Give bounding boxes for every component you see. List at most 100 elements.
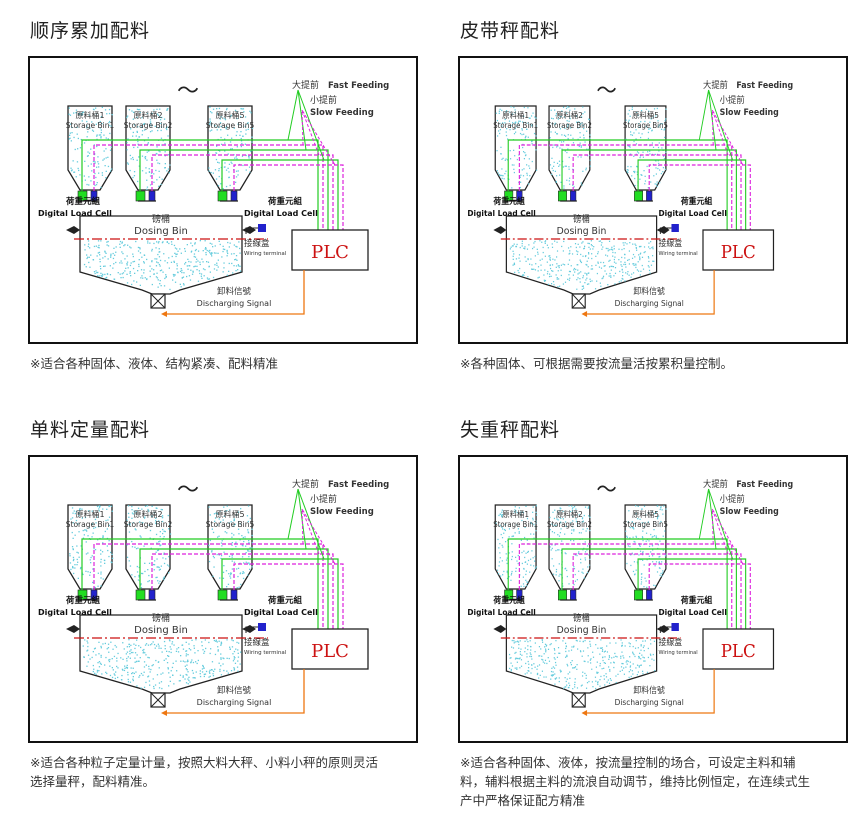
speckle-dot [586,264,588,266]
speckle-dot [105,157,107,159]
speckle-dot [126,263,128,265]
speckle-dot [561,141,563,143]
speckle-dot [173,274,175,276]
speckle-dot [512,264,514,266]
speckle-dot [98,661,101,663]
speckle-dot [501,174,503,177]
speckle-dot [163,640,166,643]
speckle-dot [576,687,579,689]
speckle-dot [551,246,554,248]
speckle-dot [190,261,192,263]
speckle-dot [571,660,573,662]
speckle-dot [503,528,506,531]
speckle-dot [635,143,638,145]
speckle-dot [527,122,529,124]
speckle-dot [149,124,151,126]
speckle-dot [568,120,570,122]
speckle-dot [505,559,508,561]
speckle-dot [638,254,640,256]
speckle-dot [157,114,160,116]
speckle-dot [216,145,218,147]
speckle-dot [566,655,568,658]
speckle-dot [100,272,102,274]
speckle-dot [212,276,215,279]
speckle-dot [152,563,155,566]
speckle-dot [519,176,521,178]
speckle-dot [144,652,146,654]
speckle-dot [72,565,74,568]
fast-feeding-label-en: Fast Feeding [736,80,793,90]
speckle-dot [139,247,141,249]
speckle-dot [517,641,520,643]
speckle-dot [621,645,623,647]
slow-feeding-label-en: Slow Feeding [720,107,779,117]
speckle-dot [581,521,583,523]
speckle-dot [516,667,518,669]
speckle-dot [629,661,631,663]
speckle-dot [622,242,624,244]
speckle-dot [162,557,164,559]
speckle-dot [653,529,655,531]
speckle-dot [240,508,242,510]
speckle-dot [73,510,75,512]
speckle-dot [87,256,89,258]
speckle-dot [84,249,86,251]
speckle-dot [662,535,664,537]
panel-caption: ※适合各种固体、液体，按流量控制的场合，可设定主料和辅料，辅料根据主料的流浪自动… [460,755,811,808]
speckle-dot [648,128,650,130]
speckle-dot [166,262,169,264]
speckle-dot [173,644,175,646]
speckle-dot [141,134,143,136]
speckle-dot [223,551,225,553]
speckle-dot [170,651,172,654]
speckle-dot [626,562,628,565]
fast-feeding-label-en: Fast Feeding [736,479,793,489]
speckle-dot [633,171,636,174]
speckle-dot [142,651,145,653]
speckle-dot [228,573,230,575]
speckle-dot [585,255,587,257]
speckle-dot [137,660,139,662]
speckle-dot [621,277,623,280]
speckle-dot [518,257,520,259]
speckle-dot [240,131,242,133]
speckle-dot [209,539,211,542]
speckle-dot [517,640,519,642]
speckle-dot [172,674,174,676]
speckle-dot [148,171,151,173]
speckle-dot [632,645,634,648]
speckle-dot [549,546,551,548]
speckle-dot [231,536,233,538]
speckle-dot [526,653,528,655]
speckle-dot [100,654,102,657]
speckle-dot [573,528,575,531]
speckle-dot [88,261,90,264]
speckle-dot [635,247,637,249]
speckle-dot [73,572,75,575]
speckle-dot [104,165,106,167]
speckle-dot [589,529,591,532]
speckle-dot [114,677,116,680]
speckle-dot [97,122,100,124]
speckle-dot [134,661,136,663]
speckle-dot [545,644,548,646]
speckle-dot [122,658,124,660]
speckle-dot [108,112,111,115]
discharging-signal-line [167,270,305,315]
speckle-dot [138,676,140,678]
speckle-dot [77,137,79,140]
speckle-dot [133,260,136,263]
speckle-dot [156,261,158,263]
speckle-dot [229,648,231,650]
speckle-dot [173,260,175,262]
speckle-dot [160,681,163,683]
speckle-dot [107,165,110,168]
speckle-dot [138,574,140,577]
speckle-dot [605,254,607,256]
speckle-dot [199,673,201,675]
speckle-dot [562,585,564,587]
speckle-dot [191,245,194,247]
speckle-dot [510,670,512,672]
speckle-dot [521,240,523,242]
